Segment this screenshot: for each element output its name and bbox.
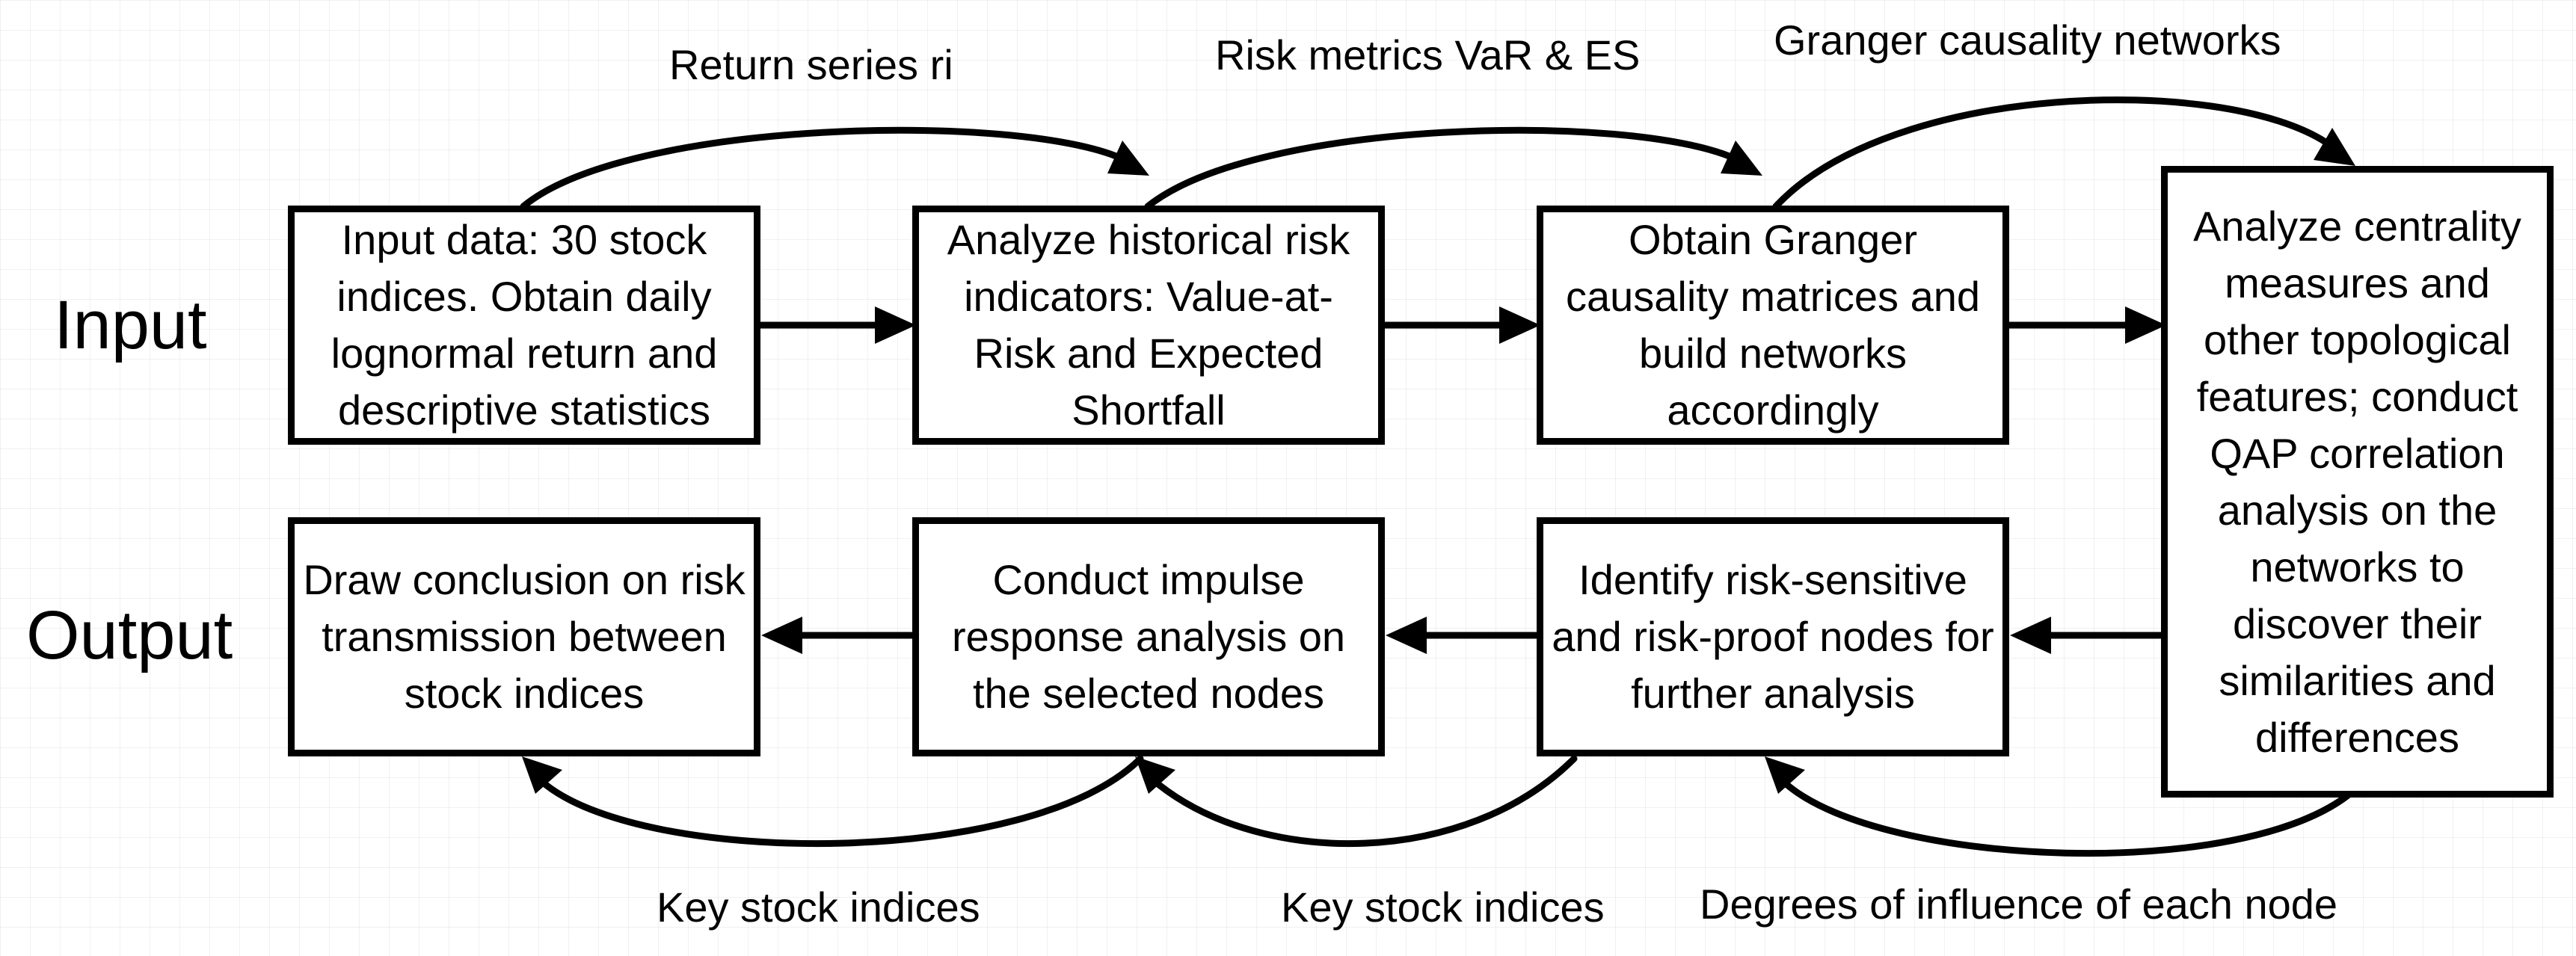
step-identify-nodes: Identify risk-sensitive and risk-proof n… [1537, 517, 2009, 756]
arrowhead-granger-to-centrality [2125, 306, 2166, 344]
step-centrality-qap-text: Analyze centrality measures and other to… [2193, 202, 2521, 761]
input-label: Input [54, 287, 207, 363]
arrowhead-granger-networks [2314, 128, 2355, 166]
step-identify-nodes-text: Identify risk-sensitive and risk-proof n… [1552, 556, 1994, 717]
arrowhead-return-series [1107, 141, 1149, 176]
edge-label-key-indices-left: Key stock indices [657, 883, 980, 931]
step-impulse-response-text: Conduct impulse response analysis on the… [951, 556, 1346, 717]
step-impulse-response: Conduct impulse response analysis on the… [912, 517, 1385, 756]
step-input-data-text: Input data: 30 stock indices. Obtain dai… [331, 216, 718, 434]
output-label: Output [26, 597, 233, 673]
curve-risk-metrics [1144, 126, 1739, 210]
step-granger-networks-text: Obtain Granger causality matrices and bu… [1565, 216, 1980, 434]
step-risk-indicators: Analyze historical risk indicators: Valu… [912, 206, 1385, 445]
step-input-data: Input data: 30 stock indices. Obtain dai… [288, 206, 760, 445]
arrowhead-degrees-of-influence [1765, 756, 1805, 794]
curve-key-indices-left [542, 755, 1144, 848]
step-conclusion: Draw conclusion on risk transmission bet… [288, 517, 760, 756]
arrowhead-risk-metrics [1721, 141, 1762, 176]
edge-label-return-series: Return series ri [669, 41, 953, 88]
curve-granger-networks [1772, 96, 2329, 210]
arrowhead-risk-to-granger [1499, 306, 1540, 344]
arrowhead-input-to-risk [875, 306, 916, 344]
step-granger-networks: Obtain Granger causality matrices and bu… [1537, 206, 2009, 445]
arrowhead-key-indices-left [522, 756, 562, 794]
arrowhead-identify-to-impulse [1386, 617, 1427, 654]
edge-label-granger-networks: Granger causality networks [1774, 16, 2281, 64]
arrowhead-centrality-to-identify [2010, 617, 2051, 654]
step-risk-indicators-text: Analyze historical risk indicators: Valu… [947, 216, 1350, 434]
step-conclusion-text: Draw conclusion on risk transmission bet… [303, 556, 746, 717]
curve-key-indices-middle [1155, 755, 1578, 848]
curve-degrees-of-influence [1783, 781, 2355, 857]
curve-return-series [520, 126, 1125, 210]
edge-label-degrees-of-influence: Degrees of influence of each node [1700, 881, 2338, 928]
step-centrality-qap: Analyze centrality measures and other to… [2161, 166, 2554, 798]
arrowhead-impulse-to-conclusion [761, 617, 802, 654]
edge-label-risk-metrics: Risk metrics VaR & ES [1215, 31, 1641, 78]
arrowhead-key-indices-middle [1135, 756, 1175, 794]
edge-label-key-indices-middle: Key stock indices [1281, 883, 1605, 931]
